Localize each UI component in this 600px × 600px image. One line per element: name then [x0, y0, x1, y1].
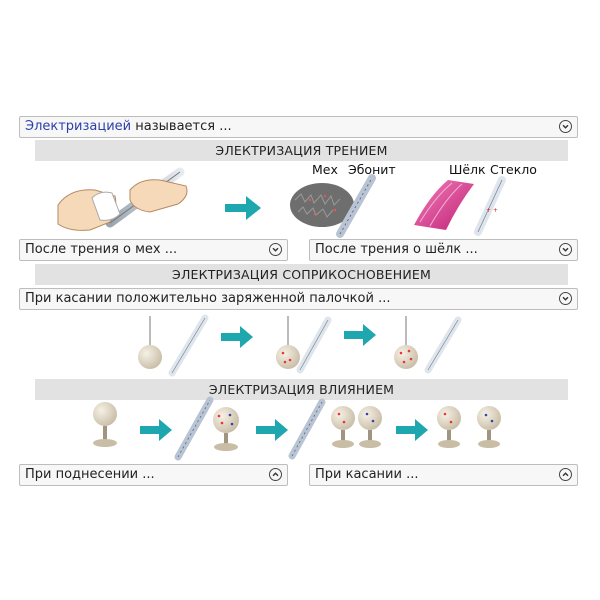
chevron-up-icon[interactable]	[269, 468, 282, 481]
contact-stage-2	[276, 316, 332, 374]
dropdown-text: После трения о мех ...	[25, 242, 178, 257]
arrow-icon	[221, 326, 253, 348]
on-touch-dropdown[interactable]: При касании ...	[309, 464, 578, 486]
arrow-icon	[140, 419, 172, 441]
chevron-down-icon[interactable]	[559, 243, 572, 256]
after-silk-dropdown[interactable]: После трения о шёлк ...	[309, 239, 578, 261]
hands-rubbing-rod-image	[57, 167, 188, 231]
svg-text:+ +: + +	[486, 207, 498, 214]
arrow-icon	[396, 419, 428, 441]
section-friction-header: ЭЛЕКТРИЗАЦИЯ ТРЕНИЕМ	[35, 140, 568, 161]
chevron-down-icon[interactable]	[559, 292, 572, 305]
highlight-term: Электризацией	[25, 119, 132, 134]
electroscope-pair-touched	[288, 398, 382, 460]
electroscope-induced	[174, 396, 239, 461]
dropdown-text: После трения о шёлк ...	[315, 242, 478, 257]
dropdown-text: называется ...	[131, 119, 232, 134]
label-fur: Мех	[312, 162, 338, 177]
label-glass: Стекло	[490, 162, 537, 177]
arrow-icon	[225, 196, 261, 220]
contact-stage-1	[138, 314, 209, 377]
arrow-icon	[256, 419, 288, 441]
dropdown-text: При касании положительно заряженной пало…	[25, 291, 391, 306]
fur-image	[290, 183, 354, 227]
label-ebonite: Эбонит	[348, 162, 396, 177]
dropdown-text: При поднесении ...	[25, 467, 155, 482]
section-contact-header: ЭЛЕКТРИЗАЦИЯ СОПРИКОСНОВЕНИЕМ	[35, 264, 568, 285]
dropdown-text: При касании ...	[315, 467, 419, 482]
after-fur-dropdown[interactable]: После трения о мех ...	[19, 239, 288, 261]
chevron-down-icon[interactable]	[269, 243, 282, 256]
section-influence-header: ЭЛЕКТРИЗАЦИЯ ВЛИЯНИЕМ	[35, 379, 568, 400]
arrow-icon	[344, 324, 376, 346]
electroscope-pair-charged	[437, 406, 501, 448]
on-approach-dropdown[interactable]: При поднесении ...	[19, 464, 288, 486]
chevron-down-icon[interactable]	[559, 120, 572, 133]
contact-stage-3	[394, 316, 462, 374]
label-silk: Шёлк	[449, 162, 486, 177]
touch-positive-rod-dropdown[interactable]: При касании положительно заряженной пало…	[19, 288, 578, 310]
electrization-definition-dropdown[interactable]: Электризацией называется ...	[19, 116, 578, 138]
chevron-up-icon[interactable]	[559, 468, 572, 481]
electroscope-neutral	[93, 402, 117, 447]
